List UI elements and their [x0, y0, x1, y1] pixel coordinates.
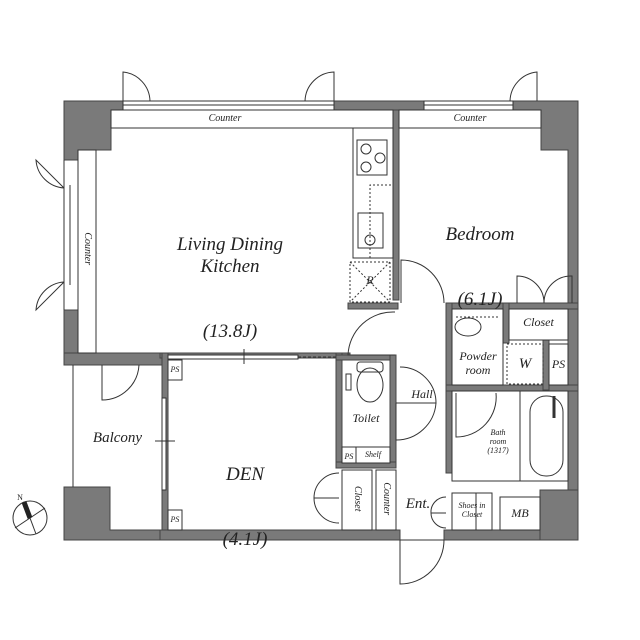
room-label-mb: MB [511, 506, 529, 520]
label-counter-ldk-left: Counter [81, 232, 93, 266]
closet-den-doors [313, 472, 340, 524]
door-top-right [509, 71, 538, 102]
label-toilet-shelf: Shelf [365, 450, 381, 459]
room-label-washer: W [518, 356, 532, 372]
room-label-den: DEN (4.1J) [222, 463, 268, 551]
label-entrance-counter: Counter [380, 482, 392, 516]
room-label-bedroom-closet: Closet [523, 315, 554, 329]
compass-icon [12, 500, 48, 536]
label-ps-2: PS [170, 515, 180, 524]
closet-bedroom-doors [516, 275, 573, 304]
toilet-fixture [345, 361, 384, 403]
label-compass-north: N [17, 493, 23, 502]
kitchen-unit [349, 127, 394, 303]
door-top-left [122, 71, 151, 102]
label-ps-3: PS [344, 452, 354, 461]
room-label-hall: Hall [411, 387, 433, 401]
door-left-lower [35, 281, 65, 312]
room-label-bathroom: Bath room (1317) [487, 428, 509, 456]
room-label-bedroom: Bedroom (6.1J) [445, 223, 515, 311]
door-hall [395, 402, 437, 441]
counter-ldk-top [110, 109, 394, 129]
label-fridge: R [366, 273, 374, 287]
washer-space [506, 343, 544, 385]
label-ps-4: PS [551, 357, 566, 371]
washbasin [454, 317, 482, 337]
door-toilet [396, 366, 437, 404]
room-label-den-closet: Closet [351, 485, 363, 512]
label-counter-bedroom-top: Counter [453, 113, 487, 124]
door-bedroom [400, 259, 445, 304]
door-left-upper [35, 158, 65, 189]
room-label-toilet: Toilet [352, 411, 380, 425]
window-ldk [122, 100, 335, 111]
door-shoes-closet [430, 496, 447, 529]
room-label-ldk: Living Dining Kitchen (13.8J) [176, 233, 284, 343]
room-label-balcony: Balcony [92, 430, 143, 446]
door-entrance [399, 539, 445, 585]
door-top-mid [304, 71, 335, 102]
room-label-entrance: Ent. [405, 496, 431, 512]
window-bedroom [423, 100, 514, 111]
label-counter-ldk-top: Counter [208, 113, 242, 124]
door-ldk [347, 311, 396, 356]
door-balcony [101, 364, 140, 401]
bathtub [529, 395, 564, 477]
fridge [349, 261, 391, 303]
room-label-shoes-closet: Shoes in Closet [458, 501, 486, 520]
exterior-walls [63, 100, 579, 541]
room-label-powder-room: Powder room [459, 349, 497, 377]
counter-bedroom-top [398, 109, 542, 129]
counter-ldk-left [77, 149, 97, 354]
label-ps-1: PS [170, 365, 180, 374]
